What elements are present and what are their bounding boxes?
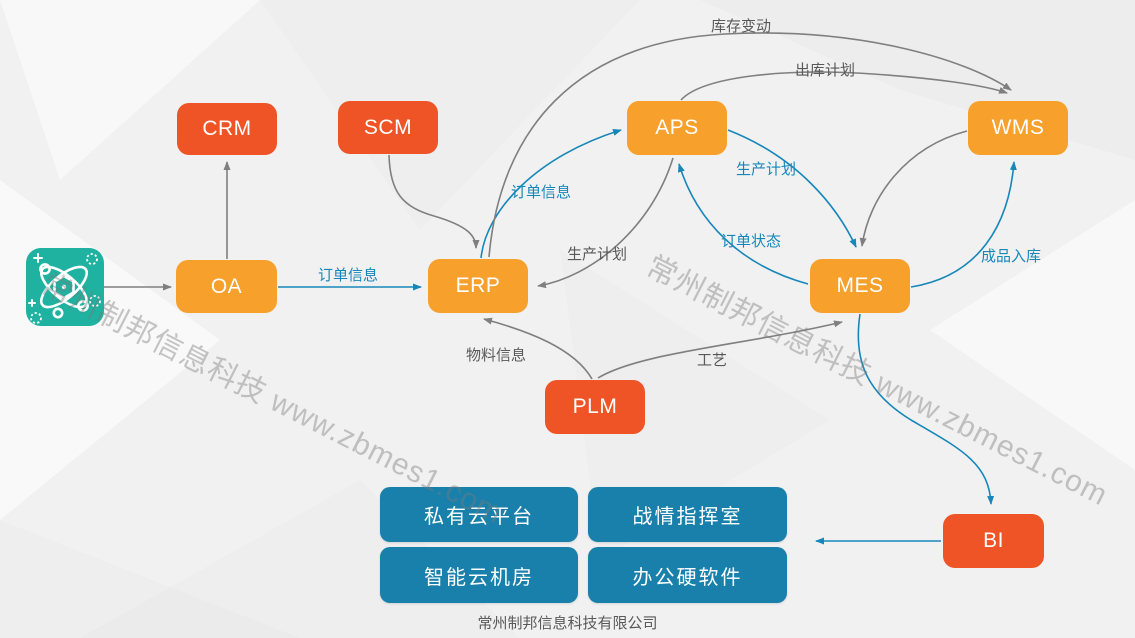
node-bi-label: BI (983, 529, 1004, 552)
node-mes: MES (810, 259, 910, 313)
module-smart-cloud-room-label: 智能云机房 (424, 566, 534, 589)
edge-plm-mes (597, 320, 843, 379)
module-office-software: 办公硬软件 (588, 547, 787, 603)
edge-mes-wms (910, 161, 1017, 288)
edge-label-inventory-change: 库存变动 (711, 18, 772, 35)
node-crm-label: CRM (202, 117, 252, 140)
edge-plm-erp (483, 317, 593, 380)
node-scm-label: SCM (363, 115, 413, 139)
edge-mes-aps (677, 163, 809, 285)
edge-scm-erp (388, 154, 480, 249)
node-crm: CRM (177, 103, 277, 155)
node-erp-label: ERP (455, 274, 501, 297)
edge-label-order-info-oa-erp: 订单信息 (318, 267, 379, 284)
edge-mes-bi (857, 313, 995, 505)
node-wms: WMS (968, 101, 1068, 155)
node-aps: APS (627, 101, 727, 155)
node-oa: OA (176, 260, 277, 313)
edge-aps-erp (537, 157, 674, 289)
node-bi: BI (943, 514, 1044, 568)
edge-aps-mes (727, 129, 857, 248)
module-private-cloud: 私有云平台 (380, 487, 578, 542)
edge-label-production-plan-aps-erp: 生产计划 (567, 246, 628, 263)
node-plm-label: PLM (572, 395, 618, 418)
module-war-room: 战情指挥室 (588, 487, 787, 542)
node-aps-label: APS (655, 116, 699, 139)
edge-erp-aps (480, 129, 622, 259)
module-war-room-label: 战情指挥室 (632, 506, 743, 528)
node-wms-label: WMS (991, 116, 1045, 139)
edge-label-order-status: 订单状态 (721, 233, 782, 250)
module-smart-cloud-room: 智能云机房 (380, 547, 578, 603)
edge-label-process: 工艺 (697, 352, 728, 369)
node-erp: ERP (428, 259, 528, 313)
edge-erp-wms (488, 32, 1012, 258)
node-mes-label: MES (836, 274, 884, 297)
edge-wms-mes (859, 130, 968, 247)
node-plm: PLM (545, 380, 645, 434)
node-scm: SCM (338, 101, 438, 154)
edge-label-material-info: 物料信息 (466, 347, 527, 364)
atom-molecule-icon (26, 248, 104, 326)
edge-label-order-info-erp-aps: 订单信息 (511, 184, 572, 201)
company-name: 常州制邦信息科技有限公司 (477, 615, 658, 632)
module-private-cloud-label: 私有云平台 (424, 506, 534, 528)
edge-label-outbound-plan: 出库计划 (795, 62, 856, 79)
node-oa-label: OA (210, 274, 243, 298)
edge-label-finished-goods-in: 成品入库 (981, 248, 1042, 265)
module-office-software-label: 办公硬软件 (632, 566, 743, 589)
edge-aps-wms (680, 71, 1008, 101)
edge-label-production-plan-aps-mes: 生产计划 (736, 161, 797, 178)
